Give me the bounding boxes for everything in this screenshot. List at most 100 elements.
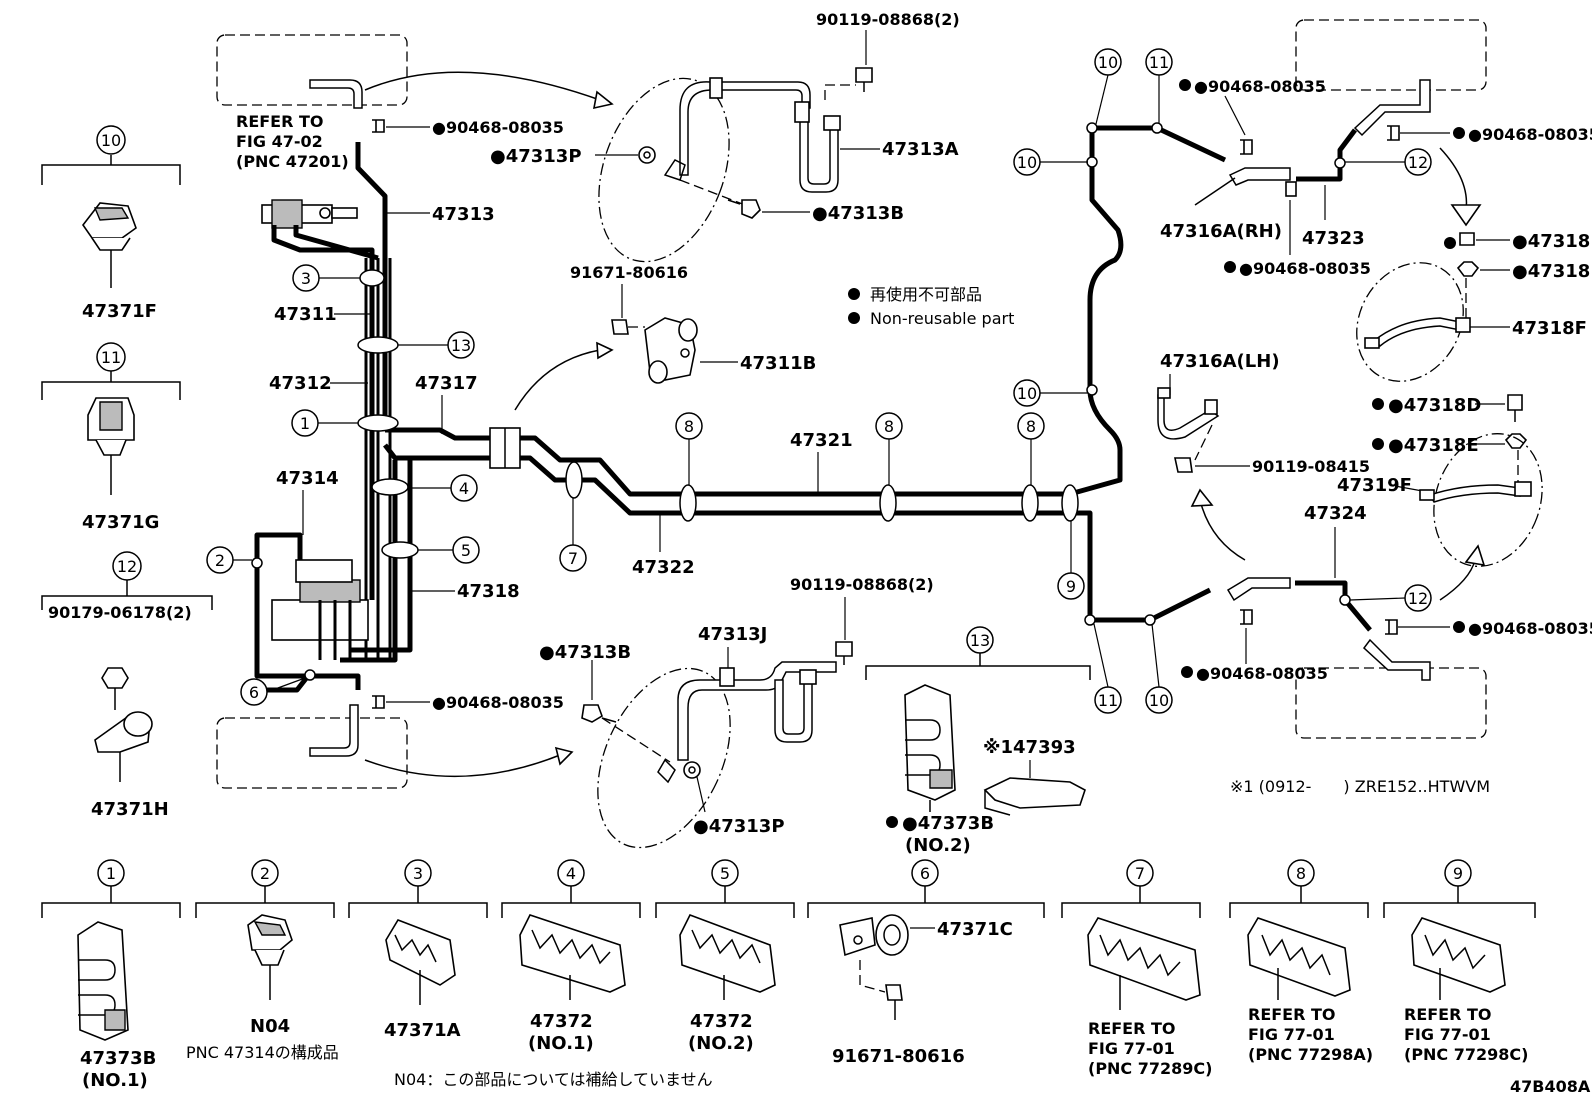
bolt-90119-08415[interactable] [1174,457,1193,473]
clip-47371G[interactable] [87,397,135,495]
clip-90468-rh-2[interactable] [1387,125,1400,141]
legend-en: Non-reusable part [870,309,1014,328]
callout-3: 3 [301,269,311,288]
clip-group-10: 10 47371F [41,125,181,322]
bottom-callout-1: 1 [106,864,116,883]
refer-fig-47-line2: FIG 47-02 [236,132,323,151]
nut-47318E-2[interactable] [1504,433,1528,449]
callout-6: 6 [249,683,259,702]
bolt-47313B-top[interactable] [727,199,761,219]
label-47316A-RH: 47316A(RH) [1160,221,1282,242]
clip-47371H[interactable] [94,667,153,782]
bottom-part-1[interactable]: 1 47373B (NO.1) [41,859,181,1091]
callout-7: 7 [568,549,578,568]
callout-10a: 10 [1098,53,1118,72]
bottom-part-4[interactable]: 4 47372 (NO.1) [501,859,641,1054]
bolt-90119-mid[interactable] [835,641,853,665]
bolt-47313P-top[interactable] [638,146,656,164]
clamp-9 [1061,484,1079,522]
bottom-callout-4: 4 [566,864,576,883]
label-47324: 47324 [1304,503,1367,524]
label-47372-no1-sub: (NO.1) [528,1033,594,1054]
label-ref-77298A-1: REFER TO [1248,1005,1336,1024]
clamp-47373B-no2[interactable] [904,684,956,812]
label-90119-08868-top: 90119-08868(2) [816,10,960,29]
label-47371H: 47371H [91,799,169,820]
callout-5: 5 [461,541,471,560]
label-47313J: 47313J [698,624,767,645]
callout-2: 2 [215,551,225,570]
callout-12a: 12 [1408,153,1428,172]
refer-fig-47-02-box: REFER TO FIG 47-02 (PNC 47201) [216,34,408,171]
clip-group-11: 11 47371G [41,342,181,533]
clip-47371F[interactable] [82,202,137,288]
label-90119-08415: 90119-08415 [1252,457,1370,476]
union-fitting [489,427,521,469]
label-47322: 47322 [632,557,695,578]
label-47372-no1: 47372 [530,1011,593,1032]
bolt-47313B-bot[interactable] [581,704,617,723]
callout-8c: 8 [1026,417,1036,436]
clip-90468-rr-2[interactable] [1385,619,1398,635]
brake-manifold-block [271,559,369,660]
callout-12-left: 12 [117,557,137,576]
label-47314: 47314 [276,468,339,489]
legend-jp: 再使用不可部品 [870,285,982,304]
clamp-8b [879,484,897,522]
label-47318E-1: ●47318E [1512,261,1592,282]
clamp-13 [357,336,399,354]
bolt-47318D-1[interactable] [1459,232,1475,246]
label-90468-7: ●90468-08035 [1468,619,1592,638]
label-47371C: 47371C [937,919,1013,940]
label-47318D-1: ●47318D [1512,231,1592,252]
clip-90468-bottom-left[interactable] [372,695,385,709]
part-47393[interactable] [983,777,1086,816]
label-47313B-bot: ●47313B [539,642,631,663]
callout-12b: 12 [1408,589,1428,608]
bottom-callout-8: 8 [1296,864,1306,883]
bottom-part-7[interactable]: 7 REFER TO FIG 77-01 (PNC 77289C) [1061,859,1212,1078]
label-90468-5: ●90468-08035 [1468,125,1592,144]
label-47319F: 47319F [1337,475,1412,496]
bracket-47311B[interactable] [644,317,698,384]
bottom-part-9[interactable]: 9 REFER TO FIG 77-01 (PNC 77298C) [1383,859,1536,1064]
bottom-callout-9: 9 [1453,864,1463,883]
clamp-5 [381,541,419,559]
bolt-90119-top[interactable] [855,67,873,92]
label-ref-77298C-2: FIG 77-01 [1404,1025,1491,1044]
bolt-91671-top[interactable] [611,319,629,335]
label-47318D-2: ●47318D [1388,395,1481,416]
clip-90468-rr-1[interactable] [1240,609,1253,625]
bottom-part-3[interactable]: 3 47371A [348,859,488,1041]
label-47372-no2-sub: (NO.2) [688,1033,754,1054]
callout-4: 4 [459,479,469,498]
callout-10d: 10 [1149,691,1169,710]
callout-11-left: 11 [101,348,121,367]
bolt-47318D-2[interactable] [1507,394,1523,422]
label-47313P-bot: ●47313P [693,816,785,837]
label-47371A: 47371A [384,1020,461,1041]
clamp-3 [359,269,385,287]
label-47393: ※147393 [983,737,1076,758]
callout-13-mid: 13 [451,336,471,355]
bolt-47313P-bot[interactable] [683,761,701,779]
bottom-callout-2: 2 [260,864,270,883]
clip-90468-top-left[interactable] [372,119,385,133]
diagram-code: 47B408A [1510,1077,1591,1096]
nut-47318E-1[interactable] [1456,261,1480,277]
label-47318E-2: ●47318E [1388,435,1479,456]
label-ref-77289C-3: (PNC 77289C) [1088,1059,1212,1078]
bottom-callout-6: 6 [920,864,930,883]
bottom-part-5[interactable]: 5 47372 (NO.2) [655,859,795,1054]
label-47311B: 47311B [740,353,816,374]
callout-11a: 11 [1149,53,1169,72]
label-47373B-no1-sub: (NO.1) [82,1070,148,1091]
label-90468-4: ●90468-08035 [1239,259,1371,278]
bottom-part-6[interactable]: 6 47371C 91671-80616 [807,859,1045,1067]
clip-90468-rh-1[interactable] [1240,139,1253,155]
label-47318: 47318 [457,581,520,602]
label-47371F: 47371F [82,301,157,322]
bottom-part-8[interactable]: 8 REFER TO FIG 77-01 (PNC 77298A) [1229,859,1373,1064]
bottom-part-2[interactable]: 2 N04 PNC 47314の構成品 [186,859,339,1062]
